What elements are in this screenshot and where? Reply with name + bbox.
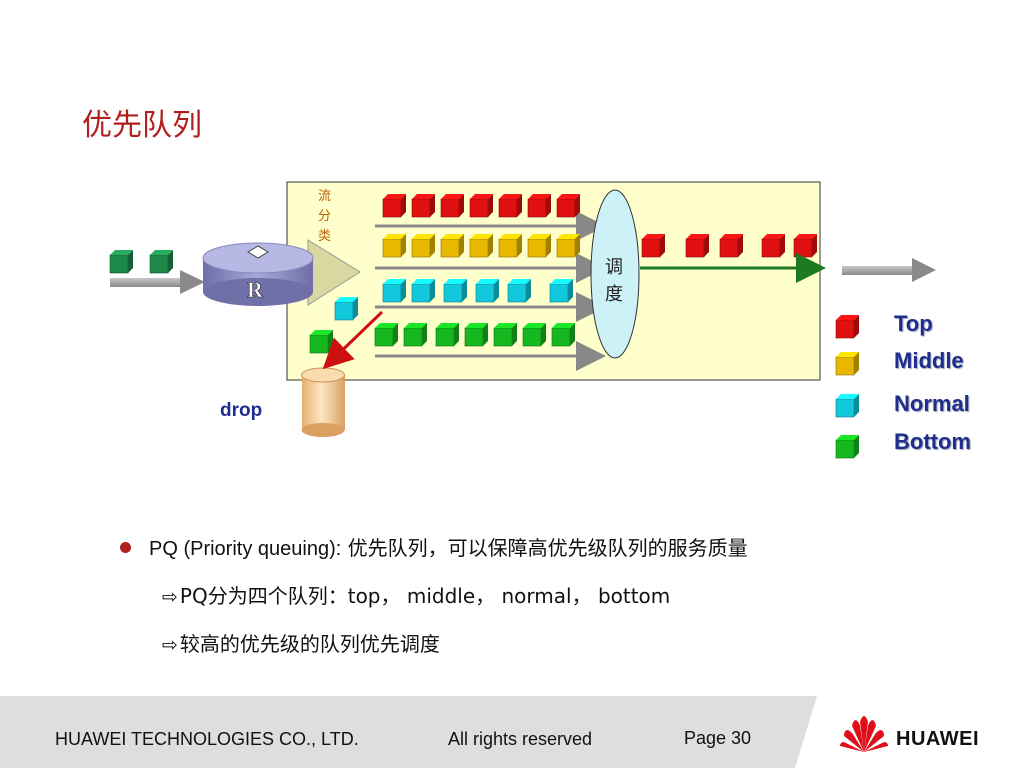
huawei-logo-text: HUAWEI <box>896 728 979 750</box>
legend-middle-label: Middle <box>894 348 964 373</box>
packet-bottom <box>493 323 517 347</box>
svg-text:调: 调 <box>605 257 623 278</box>
bullet-item-1: PQ (Priority queuing): 优先队列，可以保障高优先级队列的服… <box>120 532 748 561</box>
drop-label: drop <box>220 400 263 421</box>
legend-bottom-label: Bottom <box>894 429 971 454</box>
packet-bottom <box>374 323 398 347</box>
arrow-right-icon: ⇨ <box>162 586 178 608</box>
exit-arrow <box>842 258 936 282</box>
packet-output <box>641 234 665 258</box>
bullet-1-text: 优先队列，可以保障高优先级队列的服务质量 <box>347 536 748 560</box>
packet-middle <box>440 234 464 258</box>
legend-cube-normal <box>835 394 859 418</box>
arrow-right-icon: ⇨ <box>162 634 178 656</box>
packet-incoming <box>149 250 173 274</box>
bullet-2-text: PQ分为四个队列：top， middle， normal， bottom <box>179 584 671 608</box>
svg-text:度: 度 <box>605 284 623 305</box>
drop-bucket <box>301 367 345 437</box>
packet-normal <box>382 279 406 303</box>
slide-title: 优先队列 <box>82 108 202 143</box>
legend-normal-label: Normal <box>894 391 970 416</box>
router-icon: R <box>202 242 314 306</box>
packet-top <box>556 194 580 218</box>
packet-middle <box>527 234 551 258</box>
packet-top <box>411 194 435 218</box>
legend-cube-bottom <box>835 435 859 459</box>
bullet-item-2: ⇨PQ分为四个队列：top， middle， normal， bottom <box>162 580 670 609</box>
scheduler <box>590 189 640 359</box>
legend-cube-middle <box>835 352 859 376</box>
packet-classified <box>334 297 358 321</box>
packet-bottom <box>522 323 546 347</box>
scheduler-label: 调 度 <box>605 257 623 305</box>
legend-cubes <box>835 315 859 459</box>
packet-output <box>685 234 709 258</box>
bullet-dot-icon <box>120 542 131 553</box>
packet-top <box>440 194 464 218</box>
huawei-logo-icon <box>840 716 888 752</box>
queue-lines <box>375 211 606 371</box>
footer-logo-area <box>795 696 1024 768</box>
packet-middle <box>498 234 522 258</box>
packet-middle <box>382 234 406 258</box>
packet-normal <box>443 279 467 303</box>
packet-output <box>793 234 817 258</box>
bullet-1-prefix: PQ (Priority queuing): <box>149 538 342 560</box>
svg-text:类: 类 <box>318 229 331 244</box>
packet-normal <box>507 279 531 303</box>
packet-bottom <box>435 323 459 347</box>
packet-bottom <box>403 323 427 347</box>
packet-incoming <box>109 250 133 274</box>
packet-middle <box>469 234 493 258</box>
footer-rights: All rights reserved <box>448 729 593 749</box>
classify-label: 流 分 类 <box>318 189 331 244</box>
packet-middle <box>556 234 580 258</box>
packet-dropped <box>309 330 333 354</box>
packet-output <box>761 234 785 258</box>
packet-normal <box>475 279 499 303</box>
svg-text:流: 流 <box>318 189 331 204</box>
bullet-3-text: 较高的优先级的队列优先调度 <box>179 632 440 656</box>
packet-bottom <box>551 323 575 347</box>
footer-company: HUAWEI TECHNOLOGIES CO., LTD. <box>55 729 359 749</box>
packet-normal <box>549 279 573 303</box>
pq-diagram: 流 分 类 调 度 R <box>109 181 936 459</box>
packet-top <box>382 194 406 218</box>
legend-cube-top <box>835 315 859 339</box>
packet-cubes <box>109 194 817 354</box>
packet-middle <box>411 234 435 258</box>
bullet-item-3: ⇨较高的优先级的队列优先调度 <box>162 628 440 657</box>
footer-page-number: Page 30 <box>684 728 752 748</box>
packet-output <box>719 234 743 258</box>
router-label: R <box>247 277 264 302</box>
drop-arrow <box>322 310 384 370</box>
packet-top <box>469 194 493 218</box>
legend-top-label: Top <box>894 311 933 336</box>
packet-top <box>527 194 551 218</box>
svg-text:分: 分 <box>318 209 331 224</box>
input-arrow <box>110 270 205 294</box>
packet-top <box>498 194 522 218</box>
packet-normal <box>411 279 435 303</box>
packet-bottom <box>464 323 488 347</box>
